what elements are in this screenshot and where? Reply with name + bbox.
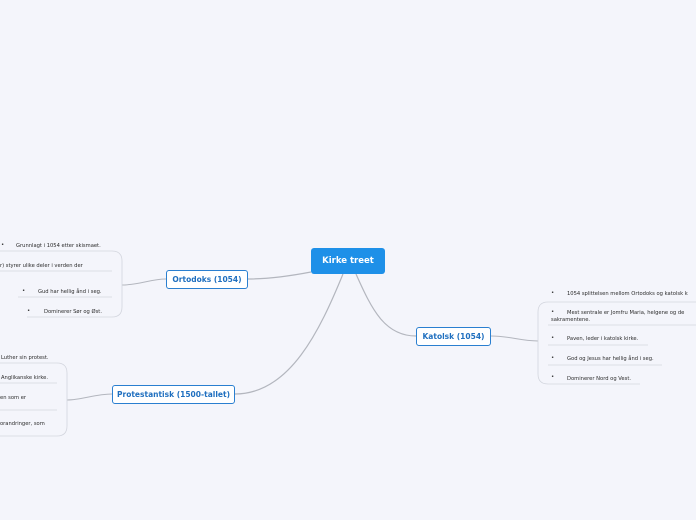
- bullet-icon: •: [551, 290, 555, 296]
- root-topic-label: Kirke treet: [322, 256, 374, 266]
- connector-root-protestantisk: [234, 273, 344, 395]
- bullet-icon: •: [551, 355, 555, 361]
- root-topic[interactable]: Kirke treet: [311, 248, 385, 274]
- connector-katolsk-leaves: [490, 335, 539, 342]
- branch-protestantisk[interactable]: Protestantisk (1500-tallet): [112, 385, 235, 404]
- leaf-katolsk-5[interactable]: Dominerer Nord og Vest.: [567, 376, 632, 382]
- leaf-ortodoks-3[interactable]: Gud har hellig ånd i seg.: [38, 289, 102, 295]
- connector-ortodoks-leaves: [121, 278, 167, 286]
- bullet-icon: •: [551, 374, 555, 380]
- bullet-icon: •: [22, 288, 26, 294]
- leaf-bracket-ortodoks: [0, 250, 123, 318]
- bullet-icon: •: [27, 308, 31, 314]
- leaf-protestantisk-2[interactable]: Anglikanske kirke.: [1, 375, 48, 381]
- leaf-bracket-katolsk: [537, 301, 696, 385]
- leaf-ortodoks-1[interactable]: Grunnlagt i 1054 etter skismaet.: [16, 243, 101, 249]
- leaf-katolsk-3[interactable]: Paven, leder i katolsk kirke.: [567, 336, 639, 342]
- branch-ortodoks-label: Ortodoks (1054): [172, 275, 242, 284]
- connector-protestantisk-leaves: [66, 393, 113, 401]
- leaf-protestantisk-1[interactable]: Luther sin protest.: [1, 355, 49, 361]
- leaf-ortodoks-4[interactable]: Dominerer Sør og Øst.: [44, 309, 102, 315]
- connector-root-katolsk: [355, 273, 417, 337]
- connector-root-ortodoks: [247, 271, 312, 280]
- bullet-icon: •: [1, 242, 5, 248]
- bullet-icon: •: [551, 309, 555, 315]
- leaf-protestantisk-4[interactable]: orandringer, som: [0, 421, 45, 427]
- leaf-ortodoks-2[interactable]: r) styrer ulike deler i verden der: [0, 263, 83, 269]
- leaf-bracket-protestantisk: [0, 362, 68, 437]
- branch-katolsk[interactable]: Katolsk (1054): [416, 327, 491, 346]
- bullet-icon: •: [551, 335, 555, 341]
- branch-katolsk-label: Katolsk (1054): [422, 332, 485, 341]
- leaf-katolsk-4[interactable]: God og Jesus har hellig ånd i seg.: [567, 356, 654, 362]
- leaf-katolsk-2[interactable]: Mest sentrale er Jomfru Maria, helgene o…: [567, 310, 685, 316]
- leaf-protestantisk-3[interactable]: en som er: [0, 395, 27, 401]
- leaf-katolsk-2-continued[interactable]: sakramentene.: [551, 317, 591, 323]
- leaf-katolsk-1[interactable]: 1054 splittelsen mellom Ortodoks og kato…: [567, 291, 688, 297]
- branch-ortodoks[interactable]: Ortodoks (1054): [166, 270, 248, 289]
- branch-protestantisk-label: Protestantisk (1500-tallet): [117, 390, 230, 399]
